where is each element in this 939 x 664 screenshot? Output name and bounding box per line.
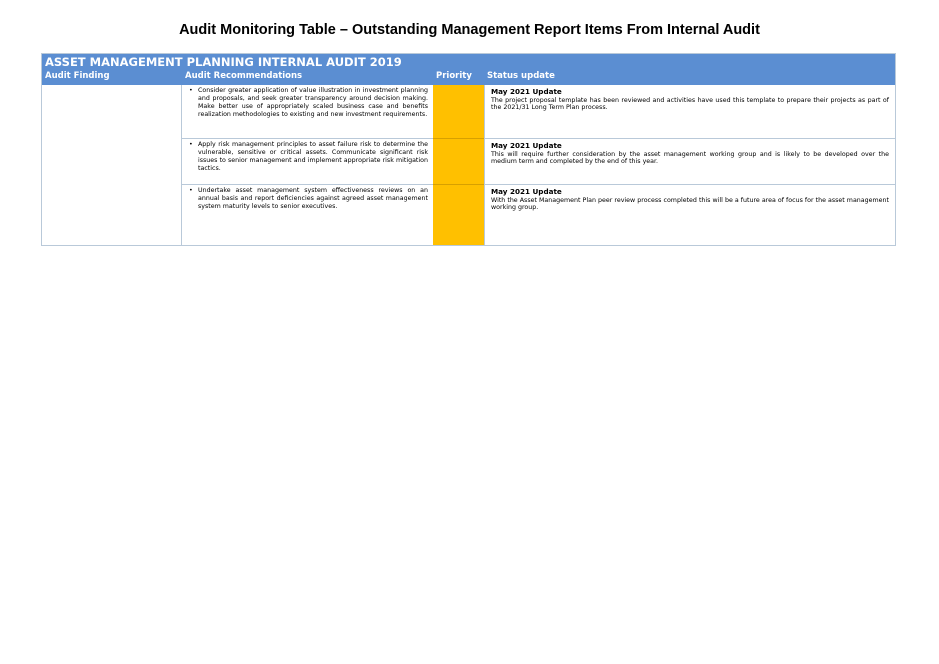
status-heading: May 2021 Update [491, 141, 562, 150]
recommendation-text: Consider greater application of value il… [198, 87, 428, 118]
recommendations-column: • Consider greater application of value … [182, 85, 433, 245]
table-body: • Consider greater application of value … [42, 85, 895, 245]
status-text: This will require further consideration … [491, 150, 889, 166]
section-title: ASSET MANAGEMENT PLANNING INTERNAL AUDIT… [42, 54, 895, 69]
column-header-row: Audit Finding Audit Recommendations Prio… [42, 69, 895, 85]
status-heading: May 2021 Update [491, 87, 562, 96]
recommendation-text: Undertake asset management system effect… [198, 187, 428, 210]
table-row: • Undertake asset management system effe… [182, 184, 433, 245]
status-cell: May 2021 Update With the Asset Managemen… [485, 184, 895, 245]
table-row: • Consider greater application of value … [182, 85, 433, 138]
recommendation-cell: • Consider greater application of value … [182, 85, 433, 119]
recommendation-text: Apply risk management principles to asse… [198, 141, 428, 172]
priority-column [433, 85, 484, 245]
priority-cell [433, 85, 484, 138]
priority-cell [433, 138, 484, 184]
table-row: • Apply risk management principles to as… [182, 138, 433, 184]
status-cell: May 2021 Update The project proposal tem… [485, 85, 895, 138]
status-cell: May 2021 Update This will require furthe… [485, 138, 895, 184]
column-header-priority: Priority [436, 71, 472, 81]
status-text: With the Asset Management Plan peer revi… [491, 196, 889, 212]
recommendation-cell: • Undertake asset management system effe… [182, 185, 433, 211]
audit-finding-cell [42, 85, 182, 245]
column-header-audit-recommendations: Audit Recommendations [185, 71, 303, 81]
document-title: Audit Monitoring Table – Outstanding Man… [179, 22, 760, 38]
status-text: The project proposal template has been r… [491, 96, 889, 112]
column-header-audit-finding: Audit Finding [45, 71, 110, 81]
priority-cell [433, 184, 484, 245]
status-column: May 2021 Update The project proposal tem… [484, 85, 895, 245]
bullet-icon: • [189, 87, 193, 94]
status-heading: May 2021 Update [491, 187, 562, 196]
bullet-icon: • [189, 187, 193, 194]
recommendation-cell: • Apply risk management principles to as… [182, 139, 433, 173]
bullet-icon: • [189, 141, 193, 148]
audit-monitoring-table: ASSET MANAGEMENT PLANNING INTERNAL AUDIT… [41, 53, 896, 246]
column-header-status-update: Status update [487, 71, 555, 81]
